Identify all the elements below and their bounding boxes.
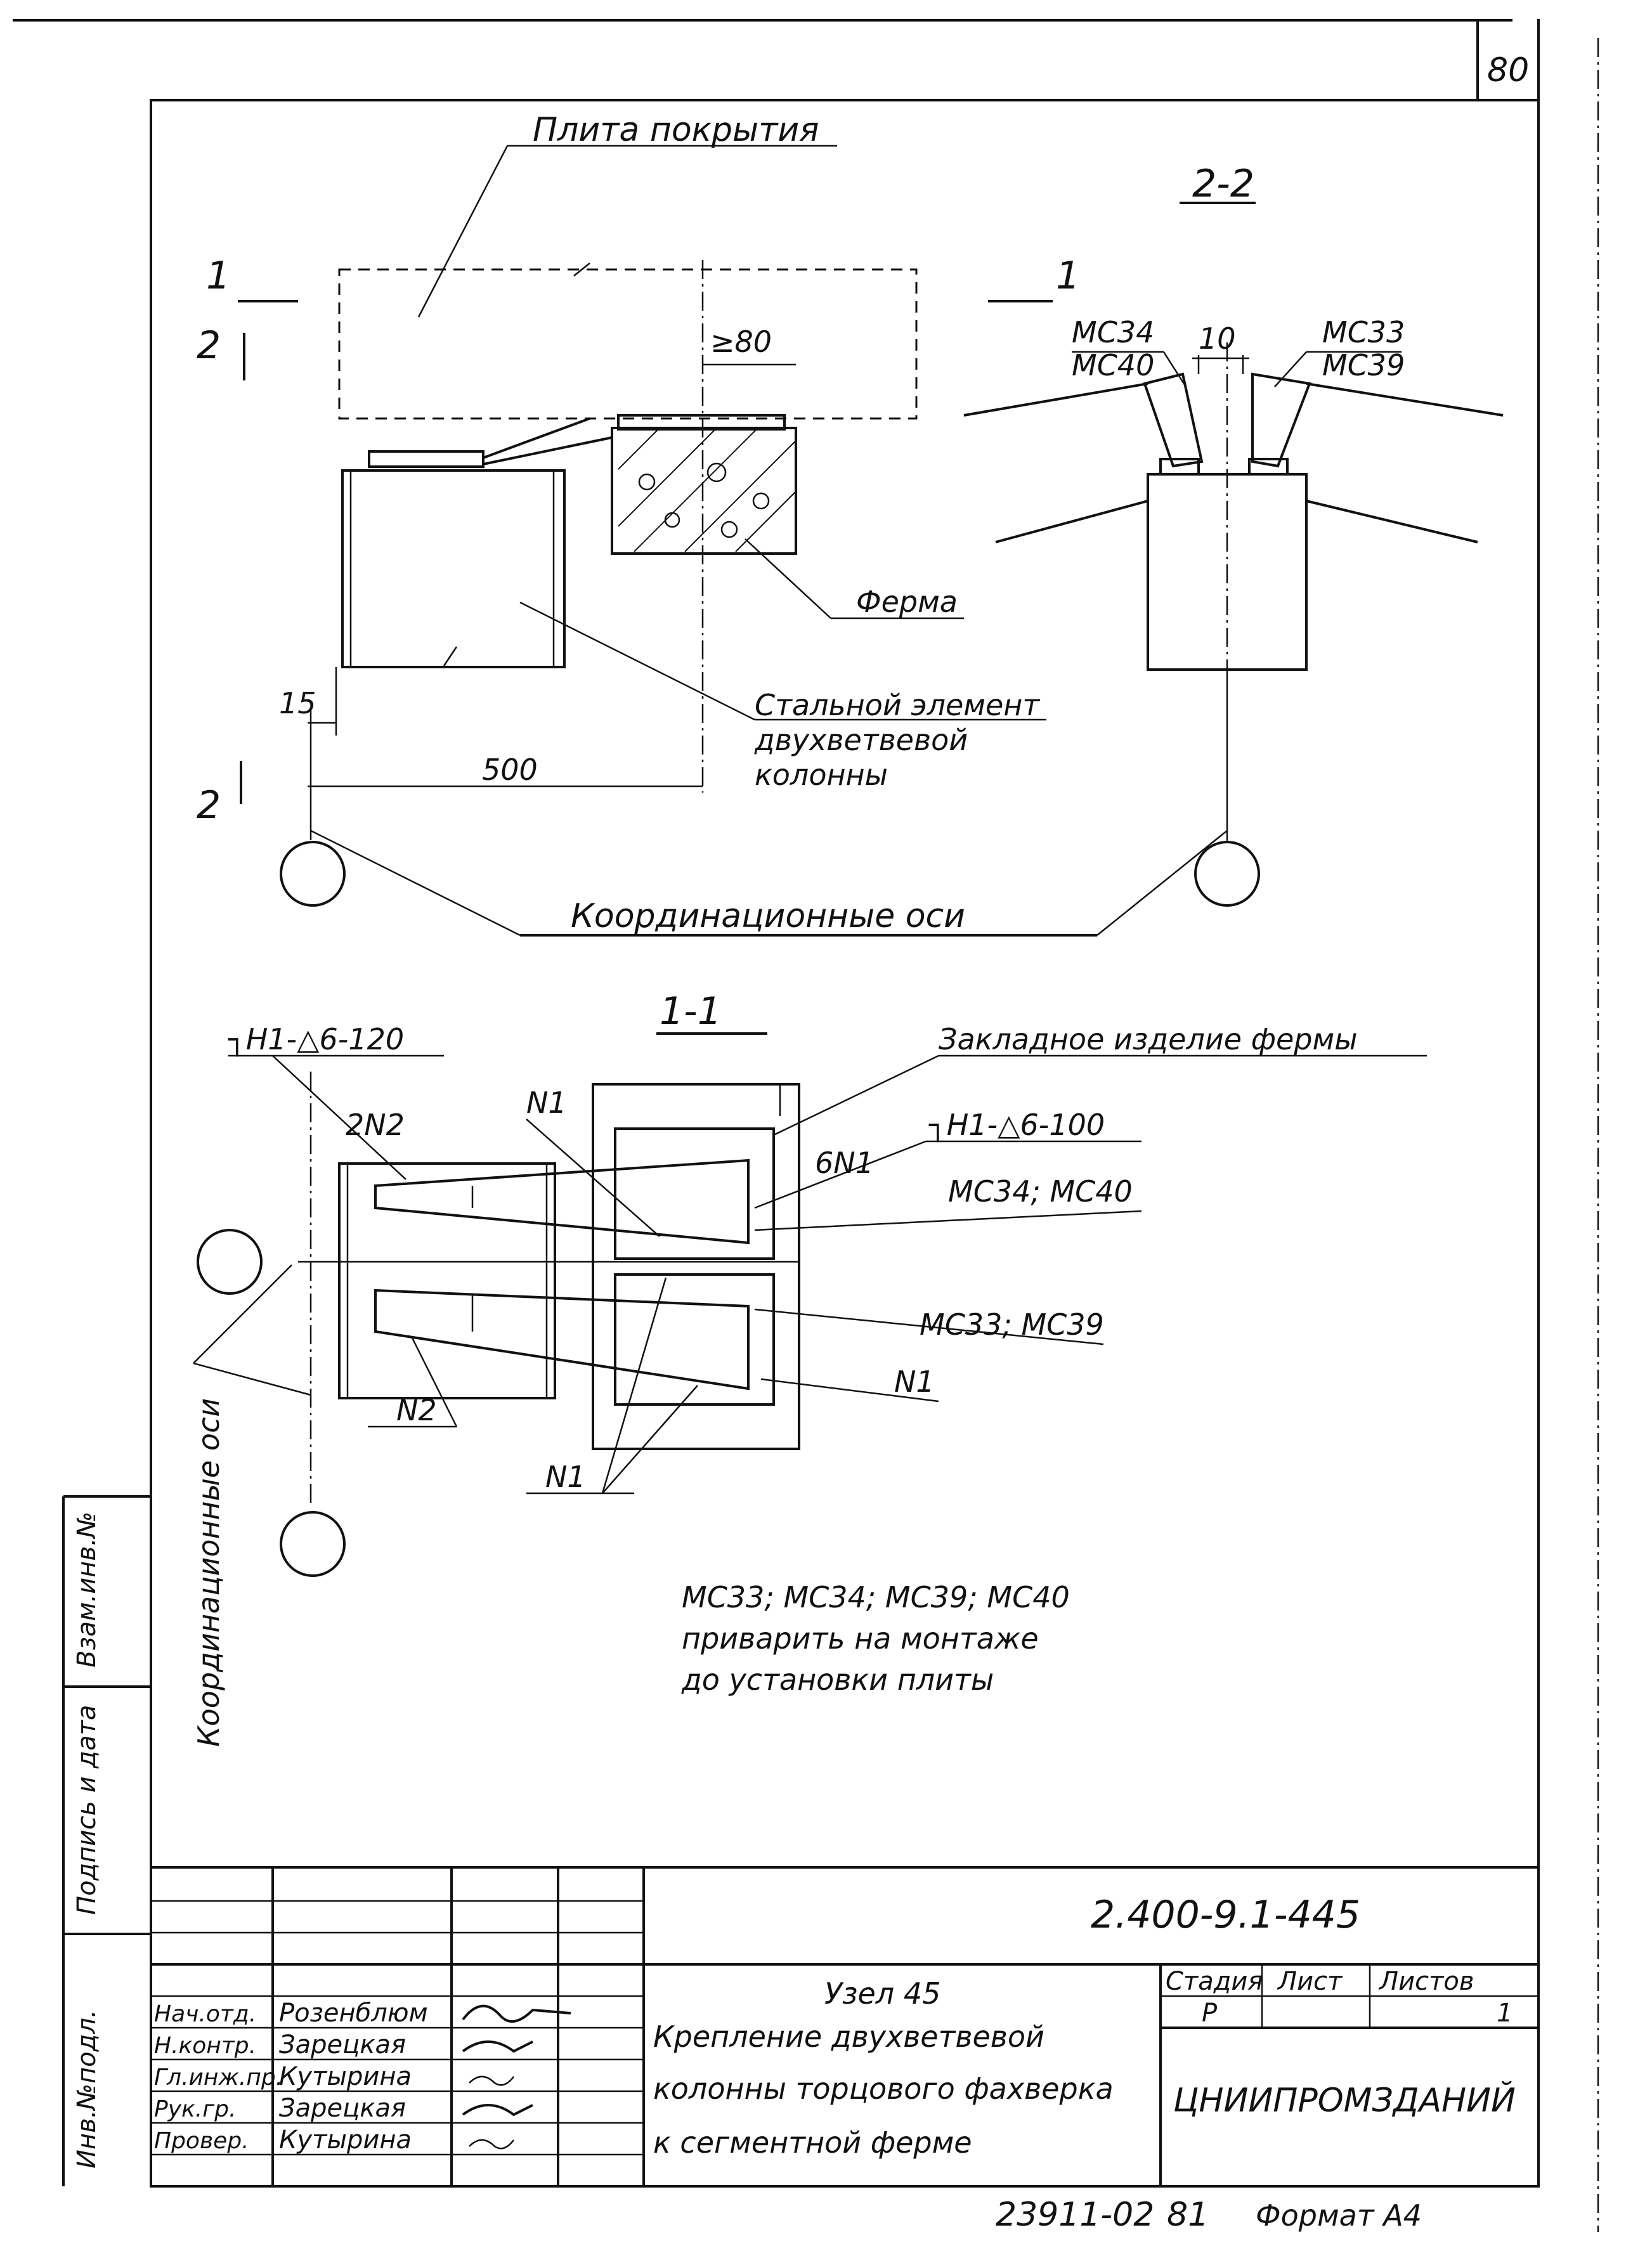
sheets-header: Листов <box>1378 1967 1474 1996</box>
side-stamp: Инв.№подл. Подпись и дата Взам.инв.№ <box>72 1512 101 2169</box>
organization: ЦНИИПРОМЗДАНИЙ <box>1173 2081 1516 2120</box>
role-2: Гл.инж.пр. <box>154 2065 283 2091</box>
name-2: Кутырина <box>279 2062 412 2091</box>
side-stamp-vzam: Взам.инв.№ <box>72 1512 101 1668</box>
label-2n2: 2N2 <box>346 1108 405 1142</box>
mc40-bot: МС40 <box>1072 348 1154 382</box>
section-mark-1-left: 1 <box>206 254 230 298</box>
mc34-top: МС34 <box>1072 315 1154 349</box>
title-line-4: к сегментной ферме <box>653 2125 972 2160</box>
archive-number: 23911-02 <box>996 2196 1154 2234</box>
name-4: Кутырина <box>279 2125 412 2155</box>
title-block-grid <box>151 1866 1538 2186</box>
label-column-3: колонны <box>755 758 888 792</box>
side-stamp-inv-podl: Инв.№подл. <box>72 2009 101 2169</box>
name-0: Розенблюм <box>279 1999 428 2028</box>
title-line-1: Узел 45 <box>824 1976 940 2011</box>
label-column-2: двухветвевой <box>754 723 968 757</box>
title-block-name: Узел 45 Крепление двухветвевой колонны т… <box>653 1976 1114 2160</box>
dim-80: ≥80 <box>710 325 772 359</box>
label-column-1: Стальной элемент <box>755 688 1040 722</box>
footer: 23911-02 81 Формат А4 <box>996 2196 1422 2234</box>
section-mark-2-top: 2 <box>197 323 221 368</box>
name-1: Зарецкая <box>279 2030 406 2059</box>
weld-120: ┐Н1-△6-120 <box>228 1022 404 1057</box>
title-line-2: Крепление двухветвевой <box>653 2020 1044 2054</box>
label-slab: Плита покрытия <box>533 111 819 149</box>
label-n1-right: N1 <box>894 1365 935 1399</box>
sheet-frame <box>13 19 1599 2232</box>
label-coord-axes: Координационные оси <box>571 897 965 935</box>
sheet-number: 80 <box>1487 51 1529 89</box>
label-coord-axes-vertical: Координационные оси <box>192 1398 226 1747</box>
label-6n1: 6N1 <box>815 1146 874 1180</box>
page-number: 81 <box>1167 2196 1209 2234</box>
role-0: Нач.отд. <box>154 2001 256 2027</box>
note-line-1: МС33; МС34; МС39; МС40 <box>682 1580 1070 1614</box>
sheet-header: Лист <box>1277 1967 1343 1996</box>
weld-100: ┐Н1-△6-100 <box>928 1108 1105 1143</box>
label-n2: N2 <box>396 1393 437 1427</box>
dim-15: 15 <box>279 686 316 720</box>
note-line-2: приварить на монтаже <box>682 1621 1039 1656</box>
label-mc34-mc40: МС34; МС40 <box>948 1174 1133 1209</box>
dim-500: 500 <box>482 753 538 787</box>
section-mark-1-right: 1 <box>1056 254 1080 298</box>
section-1-1-title: 1-1 <box>660 989 722 1034</box>
format-label: Формат А4 <box>1256 2198 1422 2233</box>
label-n1-bottom: N1 <box>545 1460 586 1494</box>
elevation-view <box>238 145 1260 937</box>
label-n1-top: N1 <box>526 1086 567 1120</box>
stage-value: Р <box>1202 1999 1218 2028</box>
label-embedded-part: Закладное изделие фермы <box>939 1022 1358 1056</box>
section-mark-2-bottom: 2 <box>197 783 221 827</box>
document-code: 2.400-9.1-445 <box>1091 1893 1360 1937</box>
stage-header: Стадия <box>1166 1967 1263 1996</box>
signatures <box>462 2004 571 2150</box>
title-line-3: колонны торцового фахверка <box>653 2072 1114 2106</box>
section-2-2-title: 2-2 <box>1192 162 1254 206</box>
label-mc33-mc39: МС33; МС39 <box>920 1307 1104 1342</box>
role-3: Рук.гр. <box>154 2096 236 2122</box>
dim-10: 10 <box>1199 321 1236 356</box>
mc33-top: МС33 <box>1322 315 1405 349</box>
section-2-2-view <box>963 202 1504 682</box>
title-block-roles: Нач.отд. Розенблюм Н.контр. Зарецкая Гл.… <box>154 1999 428 2155</box>
label-truss: Ферма <box>856 585 958 619</box>
name-3: Зарецкая <box>279 2094 406 2123</box>
role-4: Провер. <box>154 2128 249 2154</box>
section-1-1-view <box>193 1032 1427 1577</box>
note-line-3: до установки плиты <box>681 1663 994 1697</box>
role-1: Н.контр. <box>154 2033 256 2059</box>
side-stamp-podpis: Подпись и дата <box>72 1705 101 1915</box>
sheets-value: 1 <box>1497 1999 1512 2028</box>
mc39-bot: МС39 <box>1322 348 1405 382</box>
